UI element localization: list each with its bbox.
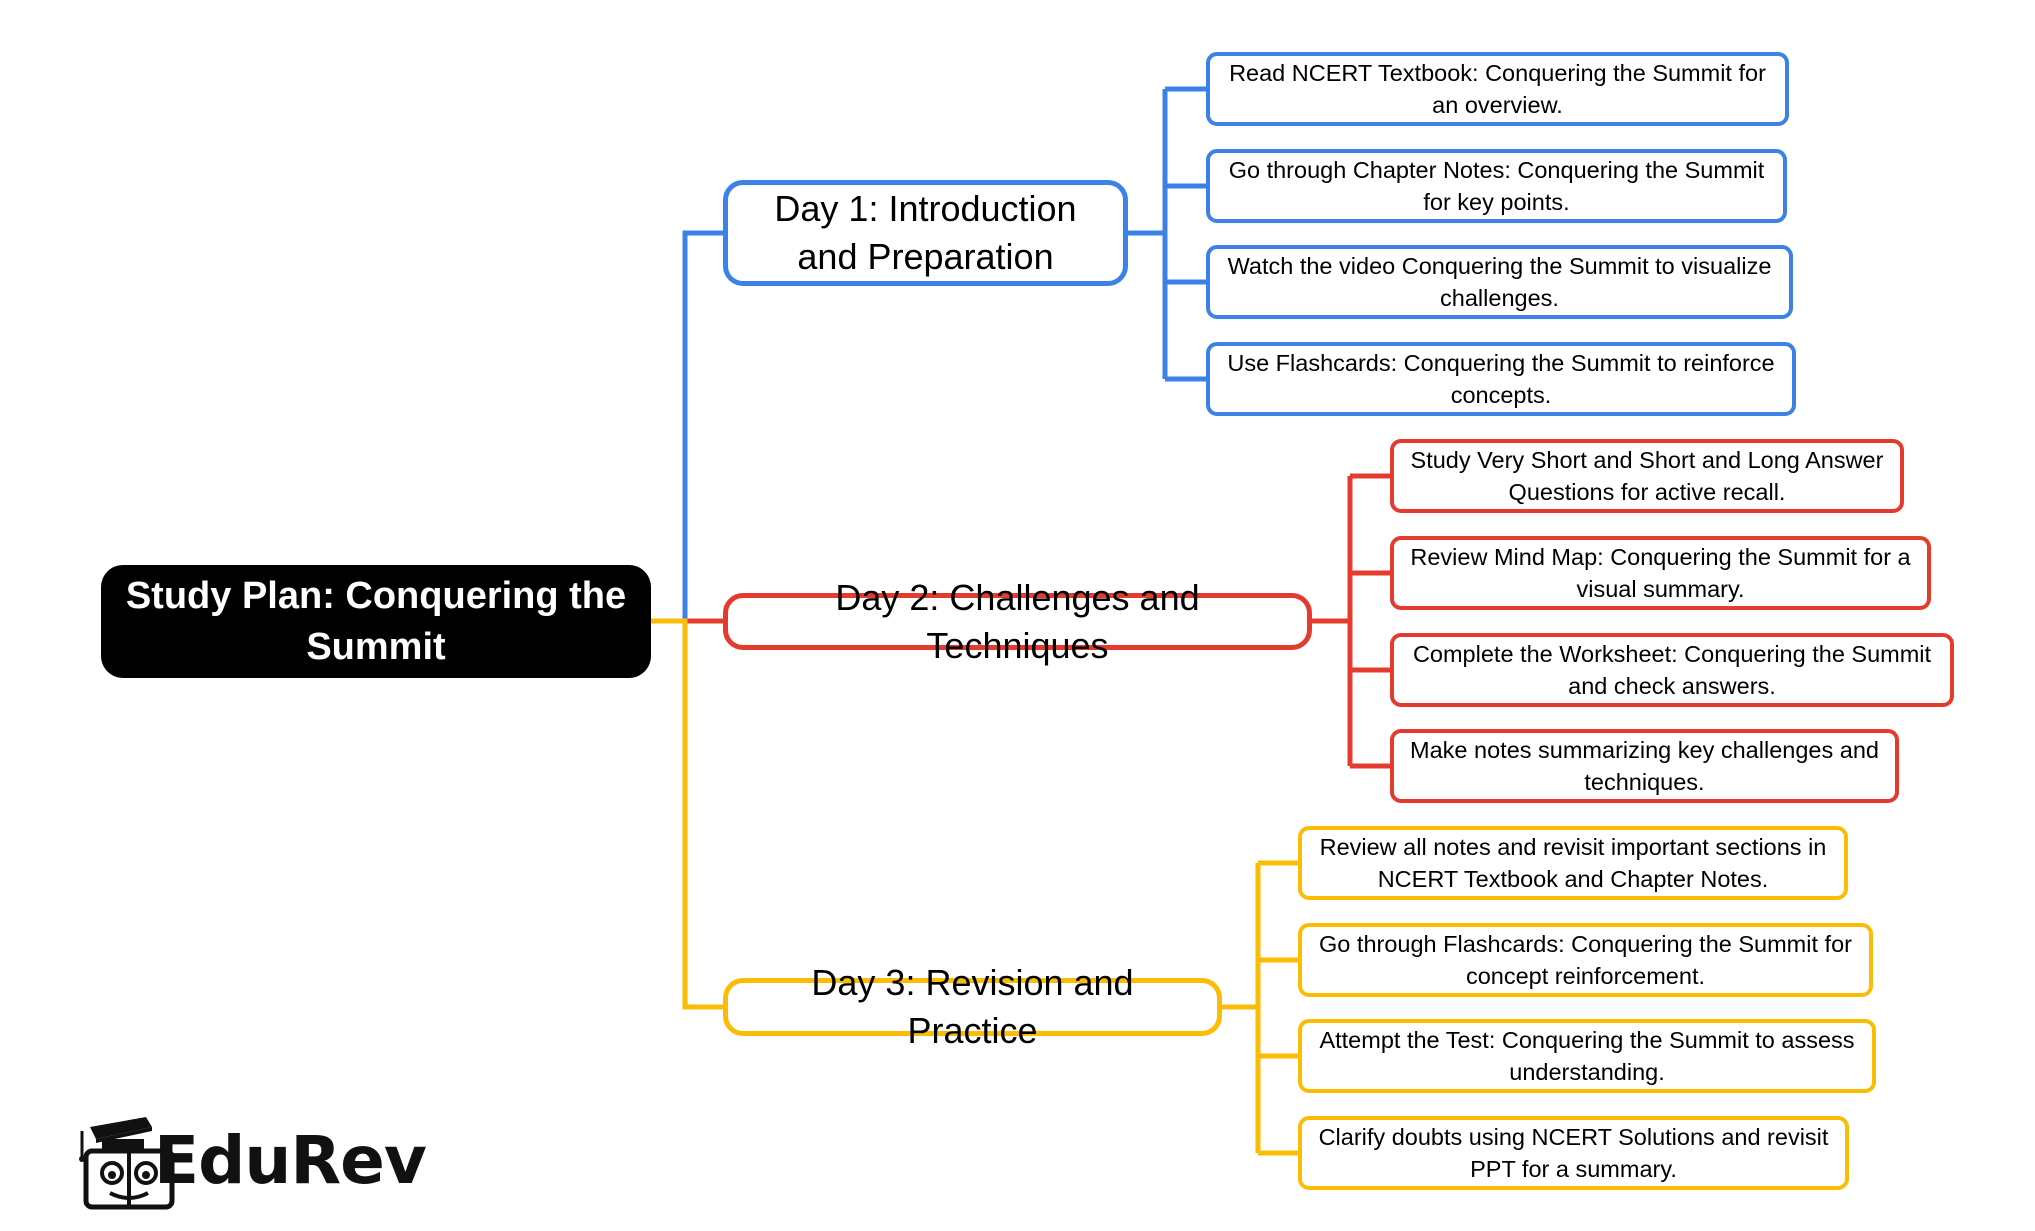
edurev-logo-icon — [79, 1117, 175, 1210]
day2-label: Day 2: Challenges and Techniques — [835, 576, 1200, 666]
day2-item: Review Mind Map: Conquering the Summit f… — [1390, 536, 1931, 610]
day2-item-text: Study Very Short and Short and Long Answ… — [1410, 447, 1884, 505]
day2-item-text: Make notes summarizing key challenges an… — [1410, 737, 1879, 795]
day3-item: Attempt the Test: Conquering the Summit … — [1298, 1019, 1876, 1093]
day1-item-text: Read NCERT Textbook: Conquering the Summ… — [1229, 60, 1766, 118]
day1-item-text: Go through Chapter Notes: Conquering the… — [1228, 157, 1765, 215]
day3-item-text: Clarify doubts using NCERT Solutions and… — [1318, 1124, 1829, 1182]
day1-node: Day 1: Introduction and Preparation — [723, 180, 1128, 286]
day1-label: Day 1: Introduction and Preparation — [774, 188, 1077, 277]
day3-item: Go through Flashcards: Conquering the Su… — [1298, 923, 1873, 997]
root-label: Study Plan: Conquering the Summit — [125, 574, 627, 668]
day2-item: Study Very Short and Short and Long Answ… — [1390, 439, 1904, 513]
edurev-logo-text: EduRev — [154, 1122, 427, 1199]
day2-item: Make notes summarizing key challenges an… — [1390, 729, 1899, 803]
day1-item: Watch the video Conquering the Summit to… — [1206, 245, 1793, 319]
root-node: Study Plan: Conquering the Summit — [101, 565, 651, 678]
connector-day1-leaves — [1128, 86, 1206, 382]
day1-item: Go through Chapter Notes: Conquering the… — [1206, 149, 1787, 223]
day3-item-text: Go through Flashcards: Conquering the Su… — [1319, 931, 1852, 989]
connector-day3-leaves — [1222, 860, 1298, 1156]
day3-node: Day 3: Revision and Practice — [723, 962, 1222, 1051]
day3-item-text: Review all notes and revisit important s… — [1319, 834, 1827, 892]
day2-item-text: Complete the Worksheet: Conquering the S… — [1412, 641, 1932, 699]
day3-item: Review all notes and revisit important s… — [1298, 826, 1848, 900]
day2-item: Complete the Worksheet: Conquering the S… — [1390, 633, 1954, 707]
day1-item: Use Flashcards: Conquering the Summit to… — [1206, 342, 1796, 416]
connector-day2-leaves — [1312, 473, 1390, 769]
day3-item-text: Attempt the Test: Conquering the Summit … — [1319, 1027, 1855, 1085]
day3-item: Clarify doubts using NCERT Solutions and… — [1298, 1116, 1849, 1190]
day1-item-text: Watch the video Conquering the Summit to… — [1227, 253, 1772, 311]
day2-node: Day 2: Challenges and Techniques — [723, 577, 1312, 666]
day1-item-text: Use Flashcards: Conquering the Summit to… — [1227, 350, 1775, 408]
day3-label: Day 3: Revision and Practice — [811, 962, 1134, 1051]
connector-day3 — [651, 618, 723, 1010]
day2-item-text: Review Mind Map: Conquering the Summit f… — [1410, 544, 1911, 602]
day1-item: Read NCERT Textbook: Conquering the Summ… — [1206, 52, 1789, 126]
connector-day1 — [651, 230, 723, 624]
